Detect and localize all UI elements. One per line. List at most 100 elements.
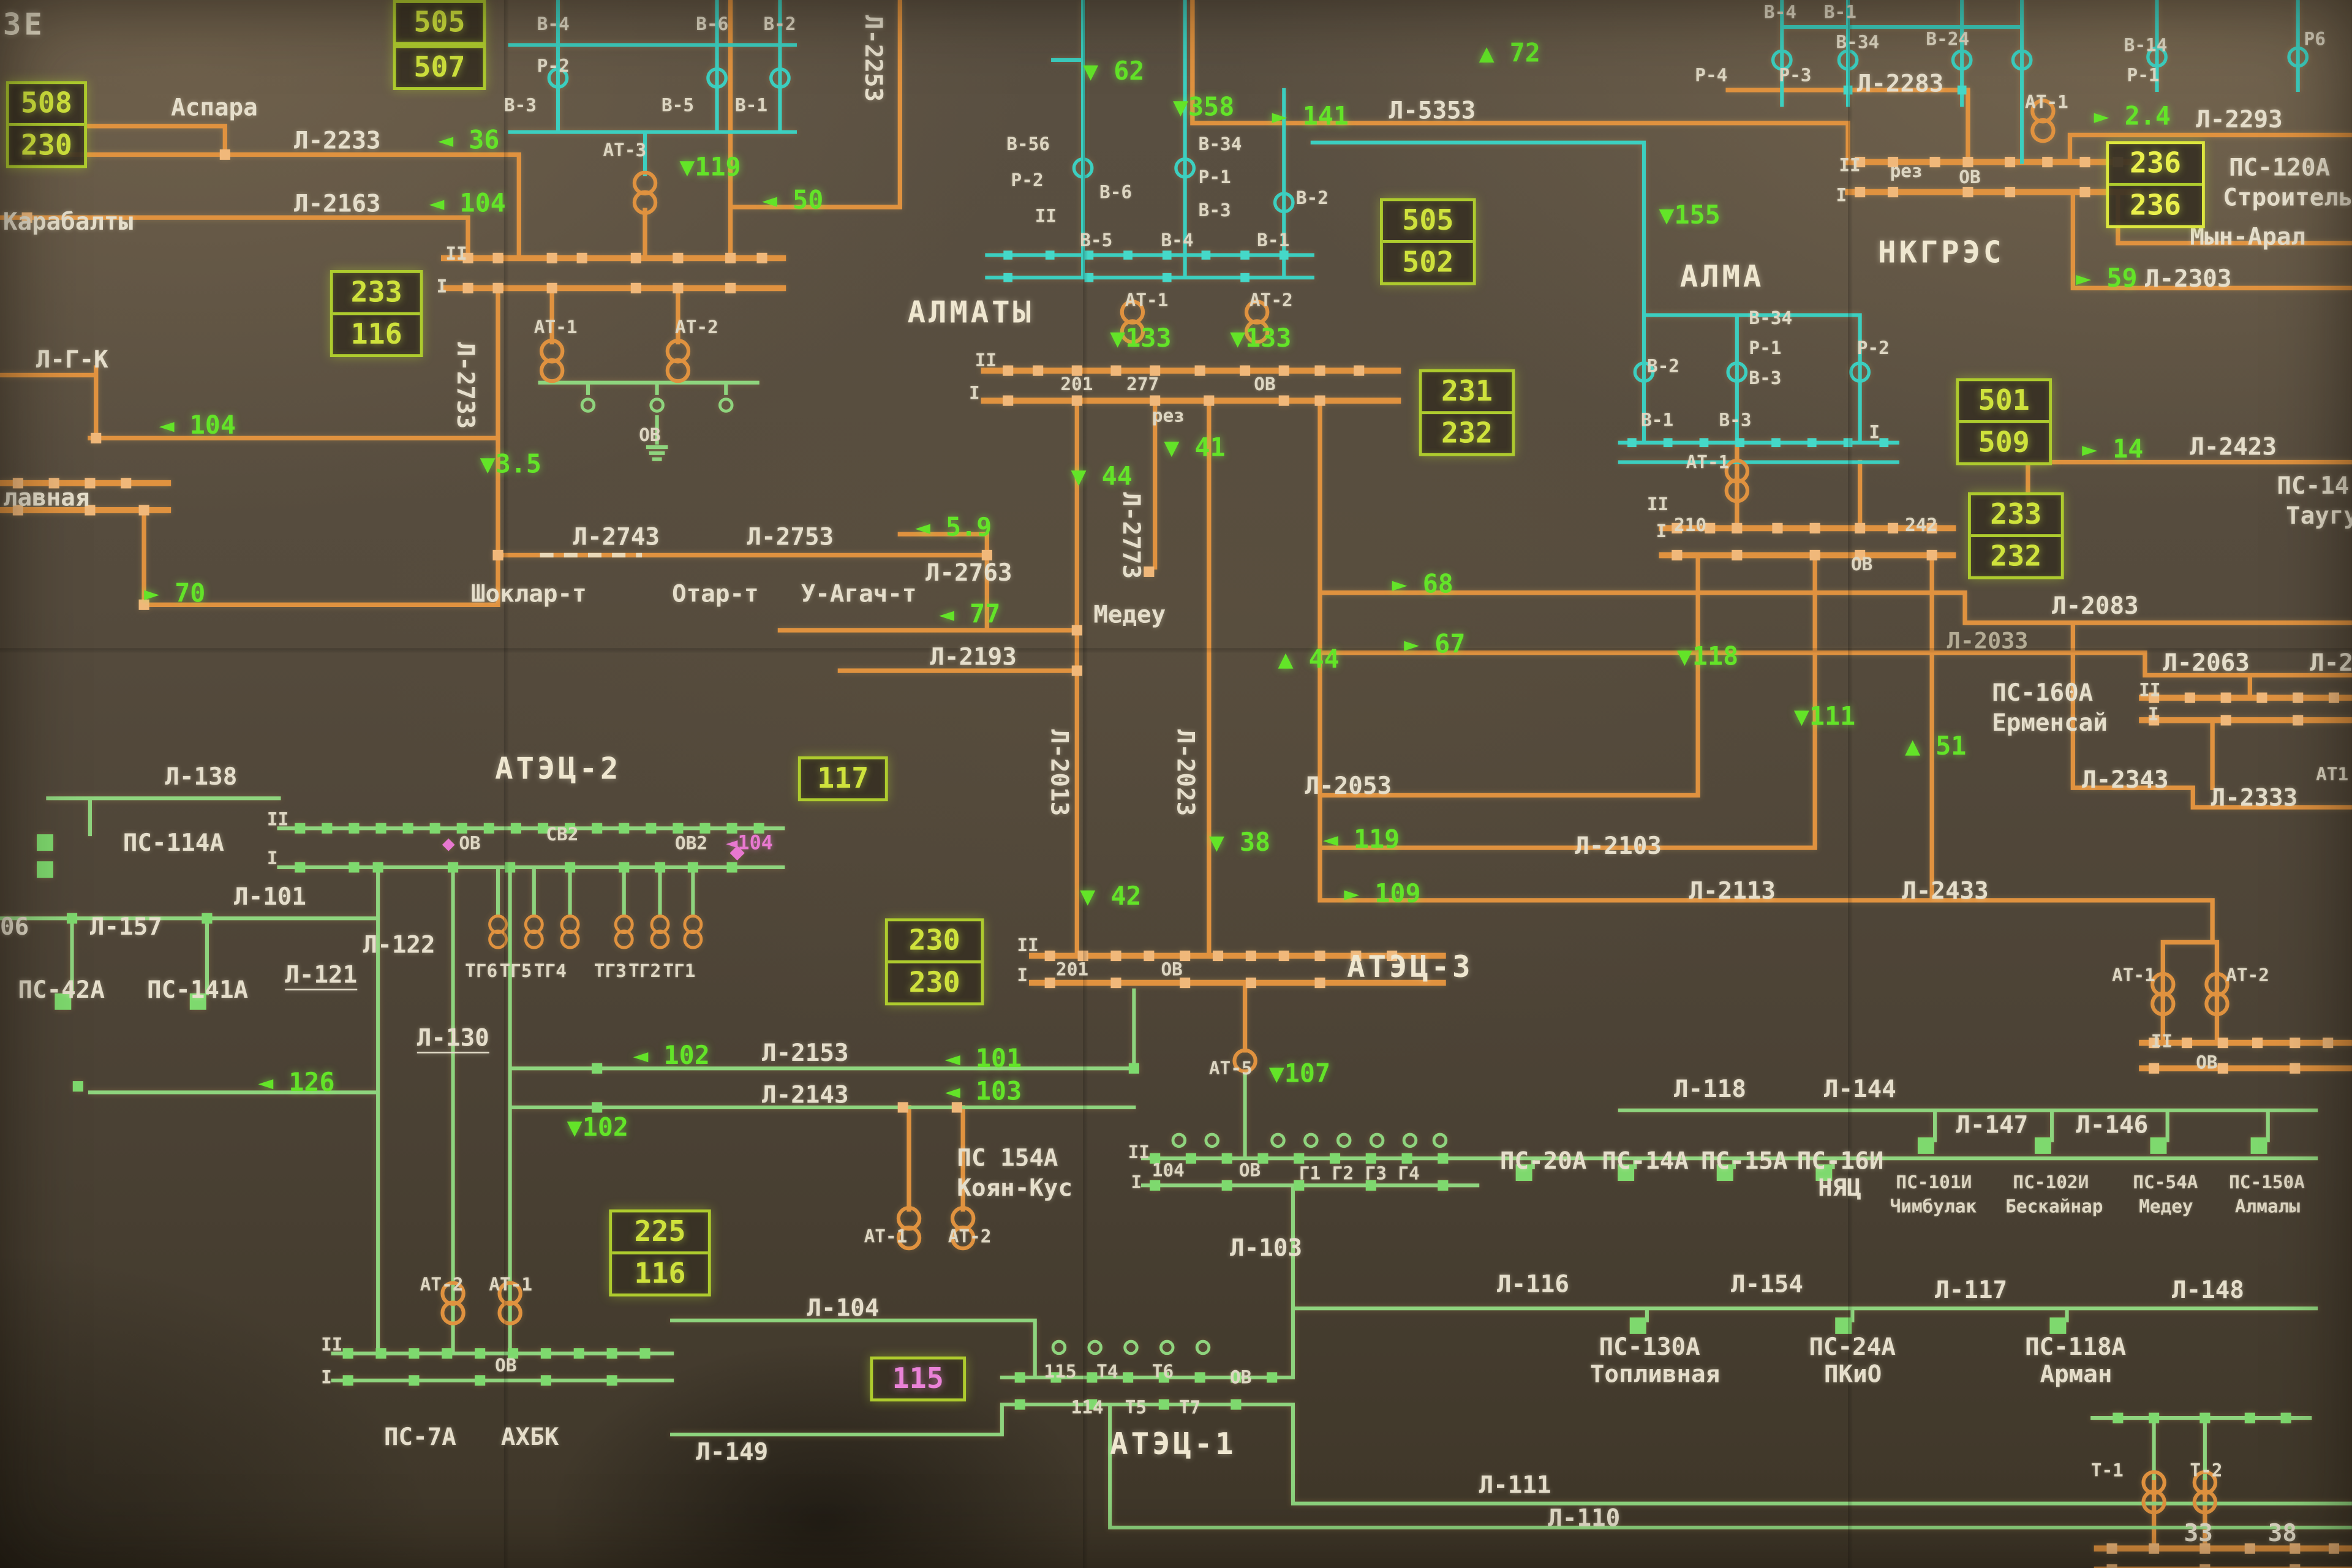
diagram-label: В-3 [1198,199,1231,221]
diagram-label: Л-2153 [762,1038,849,1067]
diagram-label: Л-Г-К [36,345,108,374]
value-box-row: 502 [1382,239,1473,282]
diagram-label: ▼107 [1268,1059,1331,1090]
diagram-label: ▼ 42 [1080,882,1142,913]
diagram-label: ОВ [639,424,661,446]
diagram-label: Л-2763 [925,558,1012,587]
diagram-label: Л-2063 [2163,648,2250,677]
diagram-label: ◄ 126 [258,1068,335,1099]
diagram-label: рез [1152,405,1185,426]
value-box-row: 230 [888,960,981,1003]
diagram-label: ОВ [1230,1366,1252,1389]
diagram-label: II [2150,1031,2173,1052]
diagram-label: В-3 [503,94,537,116]
diagram-label: Л-2113 [1689,876,1776,905]
diagram-label: ОВ [1850,553,1873,575]
value-box-row: 233 [1990,498,2042,532]
value-box-row: 116 [612,1251,708,1294]
diagram-label: ◄ 102 [633,1041,710,1072]
diagram-label: I [1869,421,1880,443]
value-box-row: 508 [20,87,72,120]
diagram-label: Т4 [1096,1360,1118,1382]
diagram-label: II [321,1333,343,1355]
diagram-label: Шоклар-т [470,579,587,608]
diagram-label: ▼ 41 [1164,433,1226,464]
diagram-label: НКГРЭС [1878,234,2005,270]
diagram-label: ПС-7А [383,1422,456,1451]
diagram-label: Таугуль [2286,501,2352,530]
diagram-label: АТ-1 [533,316,578,338]
diagram-label: ▲ 72 [1479,39,1540,69]
diagram-label: I [1836,184,1847,206]
value-box-row: 232 [1970,534,2061,576]
diagram-label: Р-4 [1695,64,1728,86]
diagram-label: В-1 [1641,409,1674,431]
diagram-label: Л-2743 [573,522,660,551]
diagram-label: 104 [1152,1159,1185,1181]
diagram-label: Р-1 [1749,337,1782,359]
diagram-label: II [1646,493,1669,515]
diagram-label: Л-104 [807,1293,880,1322]
diagram-label: АТ-1 [1686,451,1730,473]
diagram-label: В-4 [1763,1,1797,23]
diagram-label: Л-2143 [762,1080,849,1109]
diagram-label: Л-2033 [1947,627,2029,655]
value-box-row: 231 [1441,375,1493,409]
diagram-label: 201 [1056,959,1089,980]
panel-seam [1848,0,1853,1568]
diagram-label: ► 68 [1392,570,1453,600]
diagram-label: Л-2343 [2082,765,2169,794]
diagram-label: ТГ1 [663,960,696,982]
diagram-label: В-2 [763,13,796,35]
diagram-label: Л-2733 [451,342,480,429]
diagram-label: ПС-150А [2229,1172,2305,1193]
diagram-label: Л-122 [363,930,435,959]
diagram-label: ЗЕ [2,6,45,42]
diagram-label: В-6 [1099,181,1133,203]
diagram-label: Р-3 [1779,64,1812,86]
green-network [0,380,2352,1529]
diagram-label: ПС-130А [1599,1332,1700,1361]
diagram-label: ОВ [495,1355,517,1376]
diagram-label: В-4 [537,13,570,35]
diagram-label: АЛМАТЫ [907,294,1034,330]
value-box-row: 507 [413,51,466,85]
diagram-label: АТЭЦ-2 [495,750,622,786]
diagram-label: ПС-114А [123,828,224,857]
diagram-label: Л-121 [285,960,358,989]
diagram-label: 242 [1905,514,1938,536]
diagram-label: II [1035,205,1057,227]
diagram-label: ▼118 [1676,642,1739,673]
diagram-label: АТ-2 [2226,965,2269,986]
diagram-label: В-6 [696,13,729,35]
diagram-label: В-3 [1749,368,1782,389]
diagram-label: ▼102 [567,1113,628,1144]
diagram-label: ▼119 [679,153,741,183]
diagram-label: 38 [2267,1518,2297,1547]
diagram-label: ПС-141А [146,975,249,1004]
diagram-label: Т-1 [2090,1460,2124,1481]
diagram-label: II [1128,1142,1150,1163]
diagram-label: ОВ [1254,374,1276,395]
diagram-label: II [266,809,289,830]
diagram-label: Л-130 [417,1023,489,1052]
diagram-label: II [445,243,467,265]
diagram-label: Топливная [1589,1359,1721,1389]
diagram-label: ◄ 77 [939,600,1001,630]
diagram-label: АТ-2 [948,1226,992,1247]
diagram-label: ◄ 101 [944,1044,1022,1075]
diagram-label: Г2 [1332,1163,1354,1184]
diagram-label: ▼155 [1659,201,1721,232]
diagram-label: ТГ5 [499,960,532,982]
node-squares [12,85,2340,1568]
value-box-row: 236 [2130,147,2182,180]
diagram-label: АТ-2 [1249,289,1293,311]
diagram-label: В-24 [1926,28,1970,50]
diagram-label: ► 70 [144,579,206,609]
diagram-label: Р-2 [1011,169,1044,191]
diagram-label: Л-2013 [1045,729,1074,816]
diagram-label: Р-2 [537,55,570,77]
diagram-label: ◄ 50 [762,186,824,216]
diagram-label: ▼111 [1793,702,1856,733]
